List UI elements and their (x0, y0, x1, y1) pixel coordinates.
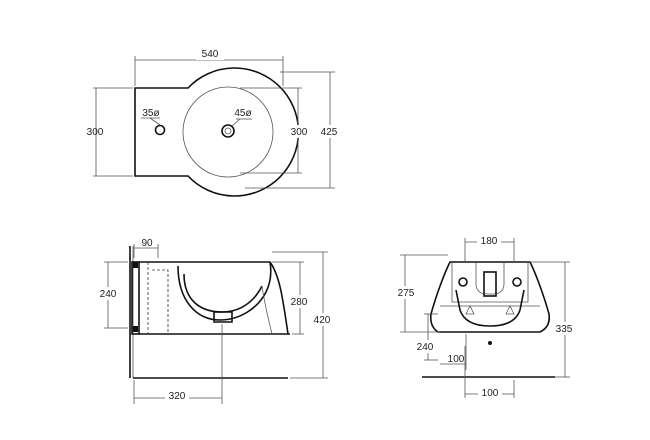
dim-front-total-height-label: 335 (556, 324, 573, 335)
dim-side-basin-height-label: 280 (291, 297, 308, 308)
top-view: 540 300 300 425 35ø (87, 48, 340, 197)
dim-front-total-height: 335 (530, 261, 577, 378)
waste-hole (221, 124, 235, 138)
dim-side-depth-label: 320 (169, 391, 186, 402)
dim-side-offset-label: 90 (141, 238, 153, 249)
dim-side-total-height: 420 (272, 251, 335, 379)
side-view: 90 240 280 420 (97, 238, 335, 404)
dim-side-height-label: 240 (100, 289, 117, 300)
dim-top-depth-label: 425 (321, 127, 338, 138)
top-view-outline (134, 67, 300, 197)
dim-top-height-left: 300 (87, 87, 133, 177)
dim-top-width-label: 540 (202, 49, 219, 60)
dim-top-depth: 425 (245, 71, 340, 189)
dim-front-bottom: 100 (464, 346, 515, 399)
dim-front-top-width-label: 180 (481, 236, 498, 247)
dim-side-offset: 90 (133, 238, 159, 258)
dim-front-height: 275 (394, 254, 448, 333)
dim-waste-hole-label: 45ø (234, 108, 251, 119)
dim-front-bottom-label: 100 (482, 388, 499, 399)
dim-front-top-width: 180 (464, 234, 515, 262)
dim-front-height-label: 275 (398, 288, 415, 299)
dim-side-basin-height: 280 (272, 261, 310, 335)
side-view-outline (129, 246, 290, 379)
dim-side-depth: 320 (133, 324, 223, 404)
dim-top-height-right: 300 (240, 87, 309, 174)
front-view-outline (422, 261, 555, 378)
dim-front-left-offset: 240 (414, 313, 438, 361)
dim-front-inner: 100 (440, 334, 467, 370)
dim-tap-hole: 35ø (141, 108, 161, 126)
dim-top-height-right-label: 300 (291, 127, 308, 138)
dim-side-height: 240 (97, 261, 128, 329)
tap-hole (154, 124, 166, 136)
dim-waste-hole: 45ø (231, 108, 252, 127)
dim-front-inner-label: 100 (448, 354, 465, 365)
front-view: 180 275 335 240 10 (394, 234, 577, 399)
dim-front-left-offset-label: 240 (417, 342, 434, 353)
dim-top-width: 540 (134, 48, 284, 86)
dim-tap-hole-label: 35ø (142, 108, 159, 119)
dim-top-height-left-label: 300 (87, 127, 104, 138)
dim-side-total-height-label: 420 (314, 315, 331, 326)
